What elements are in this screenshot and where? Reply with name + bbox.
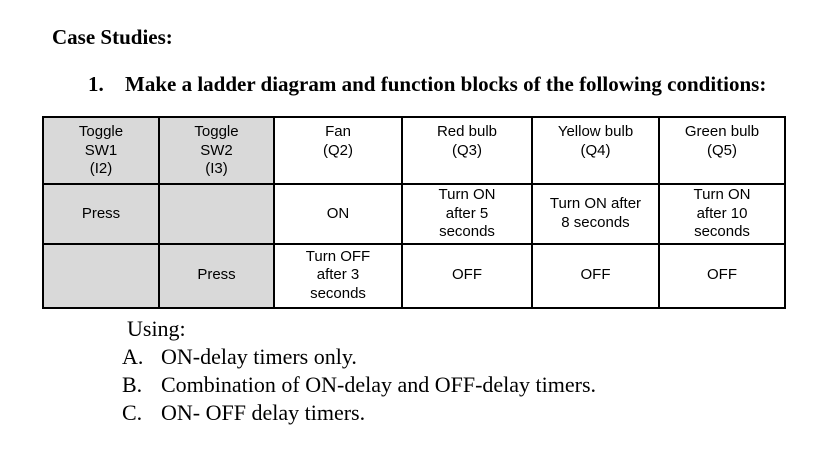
table-cell-fan-state: Turn OFF after 3 seconds: [273, 242, 403, 309]
table-cell-sw1-action: Press: [42, 183, 160, 245]
using-option-b: B. Combination of ON-delay and OFF-delay …: [122, 371, 828, 399]
table-cell-fan-state: ON: [273, 183, 403, 245]
option-text: ON- OFF delay timers.: [161, 399, 366, 425]
table-header-row: Toggle SW1 (I2) Toggle SW2 (I3) Fan (Q2)…: [42, 116, 786, 185]
using-option-a: A. ON-delay timers only.: [122, 343, 828, 371]
header-cell-green-bulb: Green bulb (Q5): [658, 116, 786, 185]
option-letter: B.: [122, 371, 143, 397]
header-cell-toggle-sw1: Toggle SW1 (I2): [42, 116, 160, 185]
question-text: Make a ladder diagram and function block…: [125, 72, 767, 96]
section-heading: Case Studies:: [52, 25, 173, 49]
conditions-table: Toggle SW1 (I2) Toggle SW2 (I3) Fan (Q2)…: [42, 116, 786, 309]
header-cell-toggle-sw2: Toggle SW2 (I3): [158, 116, 275, 185]
table-row: Press ON Turn ON after 5 seconds Turn ON…: [42, 183, 786, 245]
header-cell-fan: Fan (Q2): [273, 116, 403, 185]
option-letter: A.: [122, 343, 144, 369]
question-number: 1.: [88, 72, 104, 96]
option-letter: C.: [122, 399, 143, 425]
table-cell-sw1-action: [42, 242, 160, 309]
using-label: Using:: [127, 315, 186, 341]
table-cell-red-bulb-state: Turn ON after 5 seconds: [401, 183, 533, 245]
table-row: Press Turn OFF after 3 seconds OFF OFF O…: [42, 242, 786, 309]
header-cell-red-bulb: Red bulb (Q3): [401, 116, 533, 185]
using-option-c: C. ON- OFF delay timers.: [122, 399, 828, 427]
table-cell-yellow-bulb-state: Turn ON after 8 seconds: [531, 183, 660, 245]
option-text: ON-delay timers only.: [161, 343, 357, 369]
table-cell-sw2-action: Press: [158, 242, 275, 309]
table-cell-yellow-bulb-state: OFF: [531, 242, 660, 309]
table-cell-green-bulb-state: Turn ON after 10 seconds: [658, 183, 786, 245]
table-cell-red-bulb-state: OFF: [401, 242, 533, 309]
header-cell-yellow-bulb: Yellow bulb (Q4): [531, 116, 660, 185]
option-text: Combination of ON-delay and OFF-delay ti…: [161, 371, 597, 397]
using-section: Using: A. ON-delay timers only. B. Combina…: [122, 315, 828, 427]
question-heading: 1. Make a ladder diagram and function blo…: [88, 73, 828, 96]
table-cell-green-bulb-state: OFF: [658, 242, 786, 309]
table-cell-sw2-action: [158, 183, 275, 245]
